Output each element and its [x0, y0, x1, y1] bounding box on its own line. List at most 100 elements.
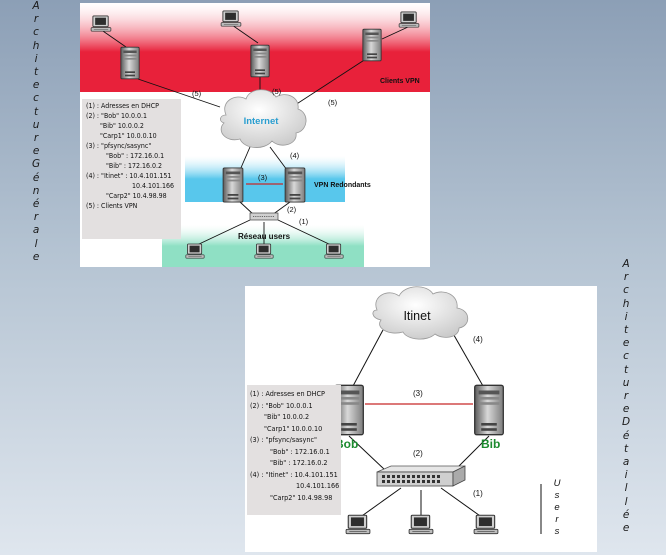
server-icon [284, 167, 306, 203]
side-label-char: t [623, 363, 629, 376]
side-label-char: r [33, 13, 39, 26]
side-label-char: é [32, 171, 40, 184]
server-icon [362, 28, 382, 62]
note-line: 10.4.101.166 [132, 182, 175, 190]
link-label-5a: (5) [192, 89, 202, 98]
server-icon [120, 46, 140, 80]
side-label-char: i [624, 310, 628, 323]
link-label-5c: (5) [328, 98, 338, 107]
computer-icon [473, 514, 499, 535]
link-switch-pc-3 [440, 487, 484, 519]
side-label-char: i [34, 52, 38, 65]
link-label-1: (1) [299, 217, 309, 226]
note-line: 10.4.101.166 [296, 481, 340, 490]
detailed-architecture-panel: Itinet Bob Bib (4) (3) [245, 286, 597, 552]
side-label-char: u [32, 118, 40, 131]
side-label-char: c [33, 26, 39, 39]
link-switch-pc-1 [196, 219, 251, 246]
side-label-char: l [624, 482, 628, 495]
switch-icon [249, 212, 279, 221]
note-line: "Bib" : 172.16.0.2 [106, 162, 163, 170]
note-line: "Bob" : 172.16.0.1 [270, 446, 330, 456]
side-label-char: A [622, 258, 630, 270]
note-line: (1) : Adresses en DHCP [250, 389, 325, 398]
note-line: (3) : "pfsync/sasync" [86, 142, 152, 150]
side-label-char: e [32, 145, 40, 158]
side-label-char: e [32, 79, 40, 92]
side-label-char: é [32, 198, 40, 211]
note-line: (2) : "Bob" 10.0.0.1 [86, 112, 148, 120]
side-label-char: r [33, 132, 39, 145]
side-label-char: r [623, 390, 629, 403]
side-label-char: é [622, 508, 630, 521]
link-switch-pc-1 [358, 487, 402, 519]
side-label-char: h [32, 39, 40, 52]
side-label-char: e [622, 403, 630, 416]
note-line: (4) : "Itinet" : 10.4.101.151 [250, 469, 338, 479]
note-line: "Bob" : 172.16.0.1 [106, 152, 165, 160]
computer-icon [254, 243, 274, 259]
side-label-char: n [32, 184, 40, 197]
note-line: "Bib" 10.0.0.2 [264, 412, 310, 421]
side-label-char: c [623, 284, 629, 297]
side-label-char: e [622, 337, 630, 350]
computer-icon [90, 15, 112, 32]
side-label-char: a [622, 456, 630, 469]
detailed-architecture-diagram: Itinet Bob Bib (4) (3) [334, 286, 561, 537]
link-switch-pc-3 [277, 219, 332, 246]
note-line: (1) : Adresses en DHCP [86, 102, 159, 110]
link-label-4: (4) [473, 335, 483, 344]
link-vpn-1-internet [137, 78, 221, 108]
link-internet-bob [239, 146, 251, 171]
note-line: (5) : Clients VPN [86, 202, 138, 210]
link-label-4: (4) [290, 151, 300, 160]
computer-icon [408, 514, 434, 535]
network-links [348, 329, 490, 519]
note-line: (4) : "Itinet" : 10.4.101.151 [86, 172, 172, 180]
link-label-2: (2) [413, 449, 423, 458]
detailed-notes: (1) : Adresses en DHCP (2) : "Bob" 10.0.0… [247, 385, 341, 515]
vpn-clients-label: Clients VPN [380, 78, 420, 85]
link-pc-server-1 [99, 28, 127, 48]
side-label-char: e [32, 250, 40, 263]
note-line: "Carp1" 10.0.0.10 [264, 423, 323, 433]
side-label-char: G [32, 158, 41, 171]
note-line: "Carp1" 10.0.0.10 [100, 132, 157, 140]
side-label-char: t [34, 105, 39, 118]
side-label-char: e [622, 522, 630, 535]
note-line: "Carp2" 10.4.98.98 [270, 492, 333, 502]
side-label-char: t [623, 324, 629, 337]
side-label-char: u [622, 376, 630, 389]
side-label-char: i [624, 469, 628, 482]
side-label-char: c [623, 350, 629, 363]
side-label-char: l [624, 495, 628, 508]
computer-icon [220, 10, 242, 27]
server-icon [474, 384, 504, 436]
note-line: "Bib" : 172.16.0.2 [270, 458, 328, 467]
note-line: (3) : "pfsync/sasync" [250, 435, 317, 444]
link-vpn-3-internet [291, 54, 373, 108]
note-line: "Carp2" 10.4.98.98 [106, 192, 167, 200]
side-label-char: h [622, 297, 630, 310]
side-label-char: é [622, 429, 630, 442]
link-label-3: (3) [258, 173, 268, 182]
cloud-icon: Itinet [372, 286, 469, 340]
side-label-char: c [33, 92, 39, 105]
cloud-label: Internet [244, 116, 280, 127]
server-icon [250, 44, 270, 78]
switch-icon [376, 465, 466, 487]
side-label-char: t [34, 66, 39, 79]
side-label-char: r [623, 271, 629, 284]
note-line: "Bib" 10.0.0.2 [100, 122, 144, 130]
link-label-3: (3) [413, 389, 423, 398]
note-line: (2) : "Bob" 10.0.0.1 [250, 400, 313, 410]
side-label-char: r [33, 211, 39, 224]
side-label-char: A [32, 0, 40, 12]
link-itinet-bib [450, 329, 484, 387]
general-architecture-panel: Internet (5) (5) (5) (4) (3) (2) (1) Cli… [80, 3, 430, 267]
side-label-char: D [622, 416, 631, 429]
server-name-bib: Bib [481, 437, 500, 451]
